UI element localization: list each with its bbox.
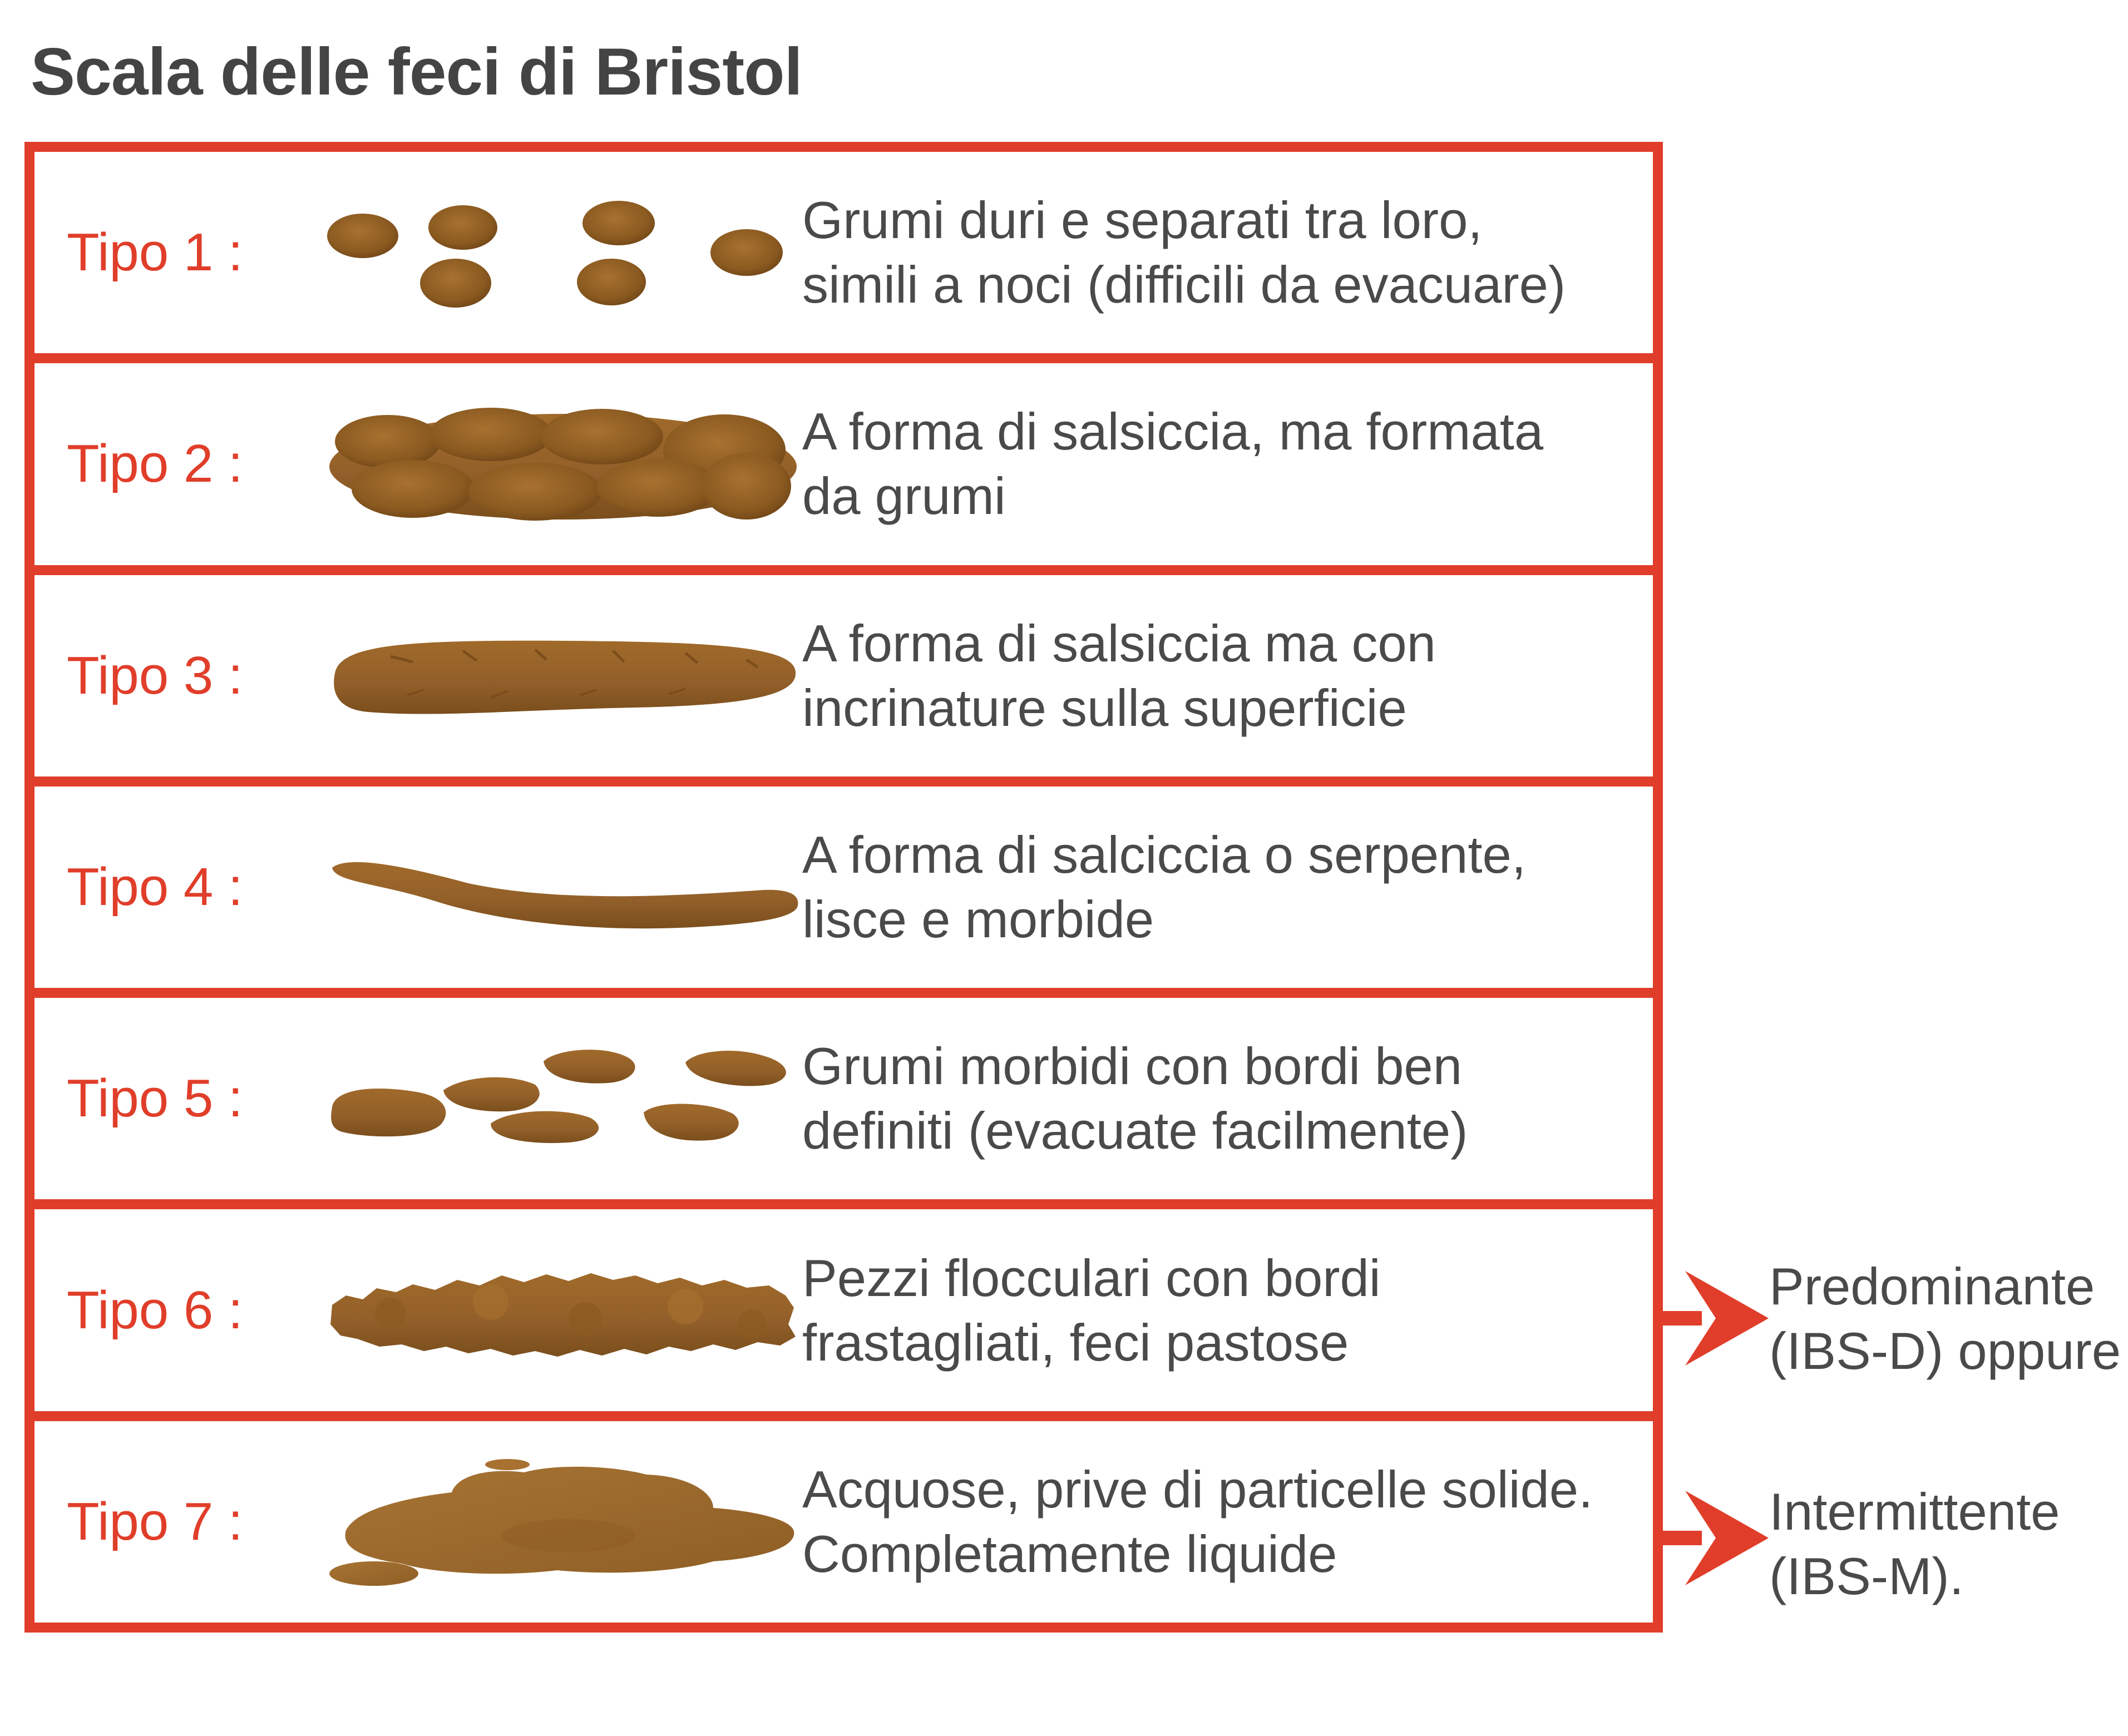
row-description: A forma di salsiccia ma con incrinature … bbox=[802, 611, 1648, 740]
row-label: Tipo 5 : bbox=[67, 1069, 243, 1129]
row-description-line: Acquose, prive di particelle solide. bbox=[802, 1460, 1593, 1519]
row-label: Tipo 2 : bbox=[67, 434, 243, 494]
side-note-line: Intermittente bbox=[1769, 1482, 2060, 1541]
lumpy-sausage-icon bbox=[324, 394, 802, 533]
row-description-line: frastagliati, feci pastose bbox=[802, 1313, 1349, 1372]
row-description-line: Pezzi flocculari con bordi bbox=[802, 1248, 1381, 1307]
row-description-line: Completamente liquide bbox=[802, 1524, 1337, 1583]
row-label: Tipo 6 : bbox=[67, 1280, 243, 1340]
row-description: Pezzi flocculari con bordi frastagliati,… bbox=[802, 1246, 1648, 1375]
hard-lumps-icon bbox=[324, 183, 802, 322]
row-description-line: lisce e morbide bbox=[802, 889, 1154, 948]
row-description-line: A forma di salsiccia, ma formata bbox=[802, 402, 1544, 461]
row-description-line: Grumi morbidi con bordi ben bbox=[802, 1037, 1462, 1096]
watery-puddle-icon bbox=[324, 1452, 802, 1591]
row-label: Tipo 1 : bbox=[67, 222, 243, 283]
row-description-line: incrinature sulla superficie bbox=[802, 678, 1407, 737]
fluffy-pieces-icon bbox=[324, 1241, 802, 1380]
table-row: Tipo 1 : Grumi duri e separati tra loro,… bbox=[34, 152, 1653, 354]
table-row: Tipo 2 : A forma di salsiccia, ma format… bbox=[34, 363, 1653, 565]
table-row: Tipo 4 : A forma di salciccia o serpente… bbox=[34, 786, 1653, 988]
row-label: Tipo 7 : bbox=[67, 1491, 243, 1551]
bristol-scale-table: Tipo 1 : Grumi duri e separati tra loro,… bbox=[24, 142, 1663, 1633]
row-description-line: da grumi bbox=[802, 467, 1006, 526]
row-description: Grumi morbidi con bordi ben definiti (ev… bbox=[802, 1034, 1648, 1163]
side-note-line: (IBS-D) oppure bbox=[1769, 1322, 2121, 1380]
row-description-line: simili a noci (difficili da evacuare) bbox=[802, 255, 1566, 314]
row-description-line: A forma di salciccia o serpente, bbox=[802, 825, 1526, 884]
row-description: Acquose, prive di particelle solide. Com… bbox=[802, 1457, 1648, 1586]
row-label: Tipo 3 : bbox=[67, 645, 243, 705]
row-description: Grumi duri e separati tra loro, simili a… bbox=[802, 188, 1648, 317]
soft-blobs-icon bbox=[324, 1029, 802, 1168]
side-note: Intermittente (IBS-M). bbox=[1769, 1480, 2060, 1609]
row-description-line: Grumi duri e separati tra loro, bbox=[802, 191, 1483, 250]
side-note-line: Predominante bbox=[1769, 1257, 2095, 1315]
table-row: Tipo 5 : Grumi morbidi con bordi ben def… bbox=[34, 998, 1653, 1200]
row-description-line: definiti (evacuate facilmente) bbox=[802, 1101, 1468, 1160]
row-description: A forma di salciccia o serpente, lisce e… bbox=[802, 823, 1648, 952]
side-note: Predominante (IBS-D) oppure bbox=[1769, 1254, 2121, 1383]
side-note-line: (IBS-M). bbox=[1769, 1547, 1964, 1605]
table-row: Tipo 7 : Acquose, prive di particelle so… bbox=[34, 1421, 1653, 1623]
table-row: Tipo 6 : Pezzi flocculari con bordi fras… bbox=[34, 1209, 1653, 1411]
row-description-line: A forma di salsiccia ma con bbox=[802, 614, 1436, 672]
page-title: Scala delle feci di Bristol bbox=[31, 34, 803, 109]
table-row: Tipo 3 : A forma di salsiccia ma con inc… bbox=[34, 575, 1653, 776]
smooth-snake-icon bbox=[324, 818, 802, 957]
cracked-sausage-icon bbox=[324, 606, 802, 745]
row-description: A forma di salsiccia, ma formata da grum… bbox=[802, 399, 1648, 528]
arrow-right-icon bbox=[1663, 1491, 1769, 1585]
row-label: Tipo 4 : bbox=[67, 857, 243, 917]
arrow-right-icon bbox=[1663, 1271, 1769, 1366]
